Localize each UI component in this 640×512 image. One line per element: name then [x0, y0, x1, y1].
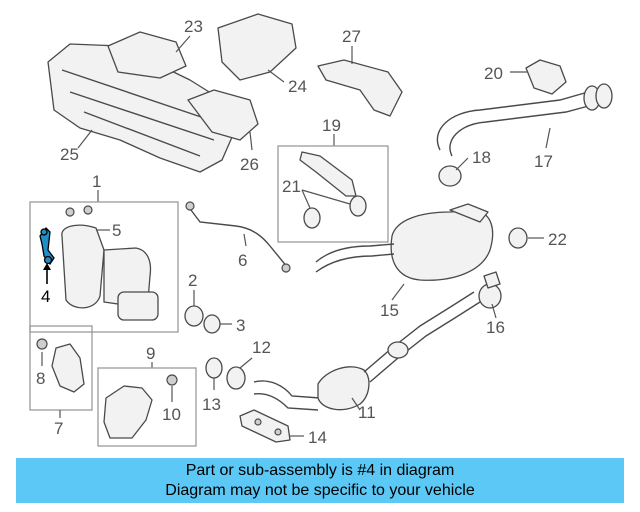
callout-4: 4 — [41, 287, 50, 306]
callout-1: 1 — [92, 172, 101, 191]
callout-2: 2 — [188, 271, 197, 290]
pipe-6 — [185, 201, 291, 273]
box-7 — [29, 325, 93, 411]
callout-19: 19 — [322, 116, 341, 135]
box-9 — [97, 367, 197, 447]
callout-14: 14 — [308, 428, 327, 447]
callout-27: 27 — [342, 27, 361, 46]
callout-6: 6 — [238, 251, 247, 270]
bracket-8 — [36, 338, 85, 393]
callout-8: 8 — [36, 369, 45, 388]
front-pipe-11 — [253, 291, 481, 411]
banner-line-1: Part or sub-assembly is #4 in diagram — [185, 462, 455, 479]
gasket-3 — [203, 314, 221, 334]
banner-line-2: Diagram may not be specific to your vehi… — [165, 482, 475, 499]
tailpipe-17 — [436, 83, 613, 157]
callout-7: 7 — [54, 419, 63, 438]
bracket-14 — [239, 409, 291, 443]
callout-16: 16 — [486, 318, 505, 337]
clamp-16 — [478, 271, 502, 309]
gasket-12 — [226, 366, 246, 390]
callout-5: 5 — [112, 221, 121, 240]
callout-26: 26 — [240, 155, 259, 174]
gasket-2 — [184, 305, 204, 327]
box-1 — [29, 201, 179, 333]
heat-shield-24 — [217, 13, 297, 81]
bracket-10 — [103, 374, 178, 439]
callout-12: 12 — [252, 338, 271, 357]
callout-13: 13 — [202, 395, 221, 414]
callout-20: 20 — [484, 64, 503, 83]
heat-shield-27 — [317, 59, 403, 117]
hanger-21 — [299, 151, 367, 229]
callout-3: 3 — [236, 316, 245, 335]
exhaust-parts-diagram: 25 23 24 27 26 20 17 18 19 — [29, 13, 613, 447]
callout-11: 11 — [358, 403, 376, 422]
bracket-4-highlighted — [39, 227, 55, 266]
callout-10: 10 — [162, 405, 181, 424]
gasket-22 — [508, 227, 528, 249]
heat-shield-26 — [187, 89, 259, 141]
callout-18: 18 — [472, 148, 491, 167]
callout-15: 15 — [380, 301, 399, 320]
converter-5 — [61, 205, 159, 321]
callout-17: 17 — [534, 152, 553, 171]
muffler-15 — [315, 203, 494, 281]
callout-22: 22 — [548, 230, 567, 249]
box-19 — [277, 145, 389, 243]
gasket-13 — [205, 357, 223, 379]
callout-23: 23 — [184, 17, 203, 36]
info-banner: Part or sub-assembly is #4 in diagram Di… — [16, 458, 624, 503]
callout-25: 25 — [60, 145, 79, 164]
callout-9: 9 — [146, 344, 155, 363]
clamp-18 — [438, 165, 462, 187]
callout-21: 21 — [282, 177, 301, 196]
callout-24: 24 — [288, 77, 307, 96]
heat-shield-23 — [107, 31, 187, 79]
bracket-20 — [525, 59, 567, 95]
